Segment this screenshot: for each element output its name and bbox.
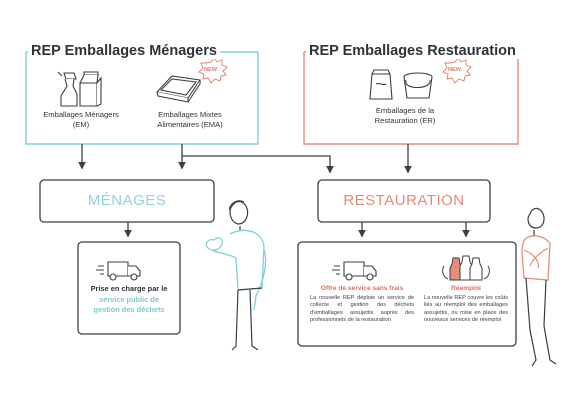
ema-label-line-1: Emballages Mixtes	[158, 110, 222, 119]
new-badge-menagers-text: NEW	[204, 67, 218, 73]
menages-box	[39, 179, 215, 223]
spray-bottle-icon	[57, 71, 78, 107]
man-figure	[205, 200, 267, 351]
woman-figure	[521, 207, 557, 367]
flow-arrows	[78, 144, 470, 238]
milk-carton-icon	[79, 71, 102, 107]
ema-label-line-2: Alimentaires (EMA)	[157, 120, 223, 129]
em-label: Emballages Ménagers (EM)	[36, 110, 126, 130]
menages-label: MÉNAGES	[87, 192, 167, 209]
new-badge-restauration	[442, 57, 472, 84]
er-label-line-2: Restauration (ER)	[374, 116, 436, 125]
menages-detail-line-3: gestion des déchets	[93, 305, 165, 314]
menagers-title: REP Emballages Ménagers	[28, 43, 220, 59]
delivery-truck-icon	[96, 261, 141, 281]
restauration-box	[317, 179, 491, 223]
em-label-line-1: Emballages Ménagers	[43, 110, 119, 119]
delivery-truck-icon-2	[332, 261, 377, 281]
reemploi-title: Réemploi	[451, 285, 481, 292]
menages-detail-line-2: service public de	[99, 294, 159, 304]
er-label: Emballages de la Restauration (ER)	[360, 106, 450, 126]
restauration-label: RESTAURATION	[343, 192, 465, 209]
new-badge-menagers	[198, 57, 228, 84]
reemploi-text: La nouvelle REP couvre les coûts liés au…	[424, 295, 508, 324]
offre-title: Offre de service sans frais	[320, 285, 404, 292]
offre-text: La nouvelle REP déploie un service de co…	[310, 295, 414, 324]
new-badge-restauration-text: NEW	[448, 67, 462, 73]
takeaway-bag-icon	[369, 69, 393, 100]
restauration-title: REP Emballages Restauration	[306, 43, 519, 59]
menages-detail-text: Prise en charge par le service public de…	[80, 284, 178, 316]
restauration-detail-box	[297, 241, 517, 347]
ema-label: Emballages Mixtes Alimentaires (EMA)	[142, 110, 238, 130]
menages-detail-box	[77, 241, 181, 335]
reusable-bottles-icon	[442, 255, 490, 281]
food-tray-icon	[155, 75, 201, 103]
menages-detail-line-1: Prise en charge par le	[90, 284, 168, 293]
bucket-icon	[403, 72, 433, 99]
em-label-line-2: (EM)	[72, 120, 90, 129]
er-label-line-1: Emballages de la	[375, 106, 435, 115]
